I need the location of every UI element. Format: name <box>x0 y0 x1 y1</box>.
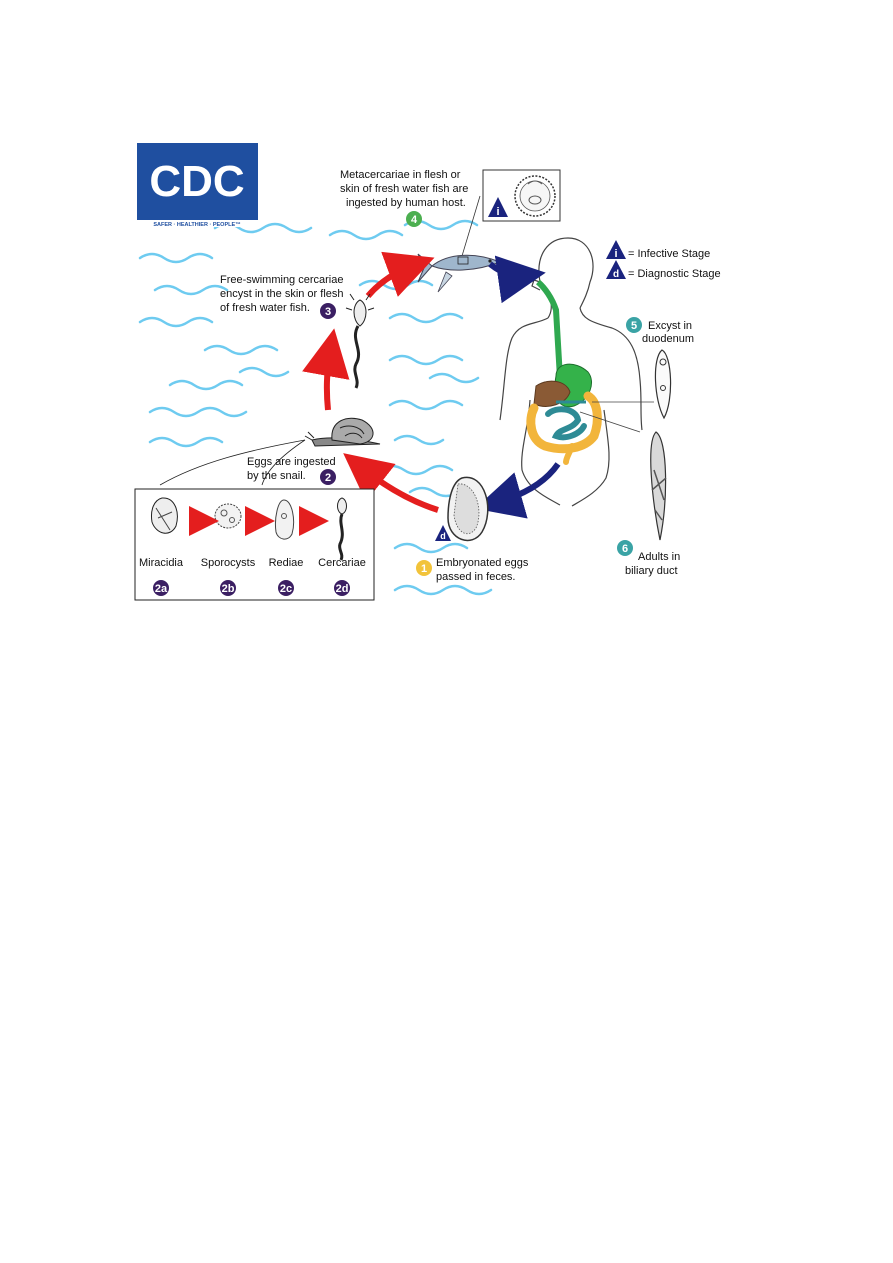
svg-text:5: 5 <box>631 320 637 332</box>
logo-tagline: SAFER · HEALTHIER · PEOPLE™ <box>153 222 240 228</box>
arrow-cercaria-to-fish <box>365 251 435 298</box>
svg-text:Free-swimming cercariae: Free-swimming cercariae <box>220 274 343 286</box>
svg-text:d: d <box>440 531 446 541</box>
stage-5-badge <box>626 317 642 333</box>
embryonated-egg: d <box>435 476 489 542</box>
svg-text:i: i <box>496 206 499 218</box>
stage-2-label: Eggs are ingested by the snail. 2 <box>247 456 336 485</box>
cercariae-label: Cercariae <box>318 557 366 569</box>
diagnostic-legend-icon <box>606 260 626 279</box>
fish-illustration <box>417 253 502 293</box>
svg-text:2: 2 <box>325 472 331 484</box>
infective-stage-icon <box>488 197 508 217</box>
svg-text:Embryonated eggs: Embryonated eggs <box>436 557 529 569</box>
stage-2-badge <box>320 469 336 485</box>
arrow-fish-to-human <box>488 255 546 304</box>
infective-legend-icon <box>606 240 626 259</box>
cdc-logo: CDC SAFER · HEALTHIER · PEOPLE™ <box>137 143 258 228</box>
svg-text:2b: 2b <box>222 583 235 595</box>
svg-text:1: 1 <box>421 563 427 575</box>
rediae-label: Rediae <box>269 557 304 569</box>
svg-text:duodenum: duodenum <box>642 333 694 345</box>
cercariae-illustration <box>337 497 347 561</box>
svg-text:Metacercariae in flesh or: Metacercariae in flesh or <box>340 169 461 181</box>
svg-text:of fresh water fish.: of fresh water fish. <box>220 302 310 314</box>
svg-text:6: 6 <box>622 543 628 555</box>
arrow-human-to-egg <box>474 462 561 519</box>
cercaria-illustration <box>345 293 375 389</box>
stage-3-badge <box>320 303 336 319</box>
stage-2c-badge <box>278 580 294 596</box>
stage-6-label: 6 Adults in biliary duct <box>617 540 680 577</box>
svg-text:d: d <box>613 269 619 280</box>
stage-1-label: 1 Embryonated eggs passed in feces. <box>416 557 529 583</box>
svg-text:2c: 2c <box>280 583 292 595</box>
svg-text:biliary duct: biliary duct <box>625 565 678 577</box>
svg-text:Adults in: Adults in <box>638 551 680 563</box>
svg-text:ingested by human host.: ingested by human host. <box>346 197 466 209</box>
logo-text: CDC <box>149 157 244 206</box>
svg-text:skin of fresh water fish are: skin of fresh water fish are <box>340 183 468 195</box>
stage-2b-badge <box>220 580 236 596</box>
miracidia-illustration <box>151 497 178 534</box>
human-body <box>499 237 643 507</box>
legend: i = Infective Stage d = Diagnostic Stage <box>606 240 721 280</box>
svg-text:2a: 2a <box>155 583 168 595</box>
stage-2d-badge <box>334 580 350 596</box>
digestive-organs <box>526 279 602 465</box>
sporocysts-illustration <box>214 503 242 529</box>
excysted-larva <box>654 349 672 420</box>
diagnostic-stage-icon <box>435 525 451 541</box>
infective-legend-label: = Infective Stage <box>628 248 710 260</box>
metacercaria-inset: i <box>482 169 561 222</box>
adult-worm <box>650 431 667 541</box>
stage-3-label: Free-swimming cercariae encyst in the sk… <box>220 274 344 319</box>
stage-6-badge <box>617 540 633 556</box>
miracidia-label: Miracidia <box>139 557 184 569</box>
arrow-egg-to-snail <box>343 453 439 513</box>
water-waves <box>138 212 493 596</box>
stage-4-label: Metacercariae in flesh or skin of fresh … <box>340 169 468 227</box>
svg-text:encyst in the skin or flesh: encyst in the skin or flesh <box>220 288 344 300</box>
sporocysts-label: Sporocysts <box>201 557 256 569</box>
diagnostic-legend-label: = Diagnostic Stage <box>628 268 721 280</box>
rediae-illustration <box>275 499 295 540</box>
svg-text:2d: 2d <box>336 583 349 595</box>
svg-text:by the snail.: by the snail. <box>247 470 306 482</box>
snail-stages-inset: Miracidia Sporocysts Rediae Cercariae 2a… <box>134 488 375 601</box>
svg-text:Excyst in: Excyst in <box>648 320 692 332</box>
snail-illustration <box>304 417 381 447</box>
svg-text:i: i <box>614 248 617 260</box>
stage-5-label: 5 Excyst in duodenum <box>626 317 694 345</box>
stage-2a-badge <box>153 580 169 596</box>
svg-text:passed in feces.: passed in feces. <box>436 571 516 583</box>
svg-text:Eggs are ingested: Eggs are ingested <box>247 456 336 468</box>
svg-text:4: 4 <box>411 214 418 226</box>
svg-text:3: 3 <box>325 306 331 318</box>
stage-4-badge <box>406 211 422 227</box>
arrow-snail-to-cercaria <box>302 328 350 411</box>
stage-1-badge <box>416 560 432 576</box>
